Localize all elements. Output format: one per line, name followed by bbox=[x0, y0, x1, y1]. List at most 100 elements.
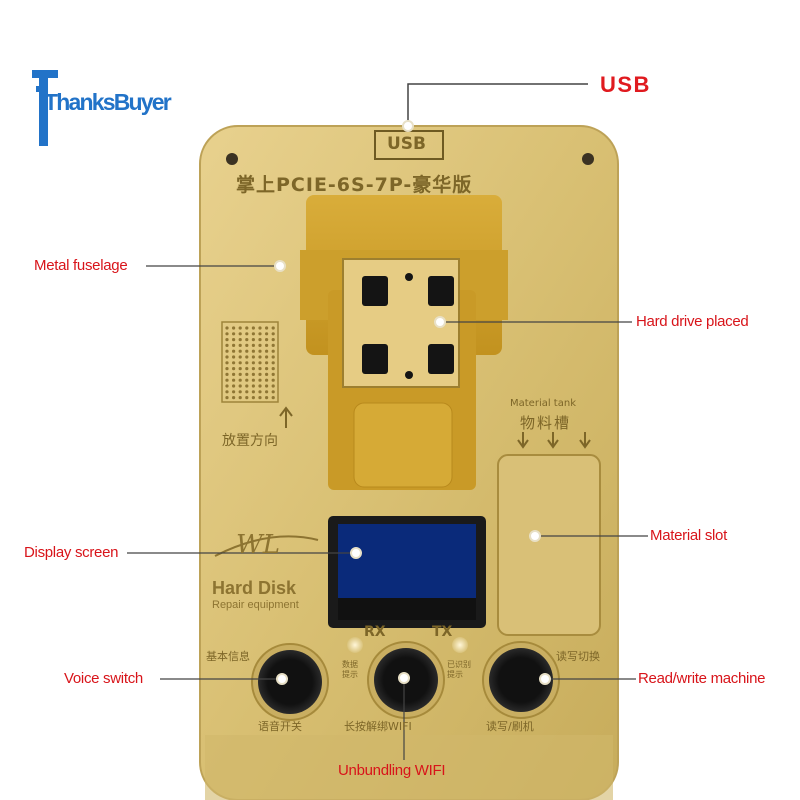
vent-hole bbox=[232, 384, 236, 388]
vent-hole bbox=[251, 372, 255, 376]
vent-hole bbox=[265, 384, 269, 388]
vent-hole bbox=[225, 332, 229, 336]
vent-hole bbox=[258, 343, 262, 347]
material-tank-en: Material tank bbox=[510, 398, 576, 409]
vent-hole bbox=[251, 338, 255, 342]
vent-hole bbox=[271, 343, 275, 347]
voice-switch-button-face[interactable] bbox=[258, 650, 322, 714]
vent-hole bbox=[251, 367, 255, 371]
socket-pin-top bbox=[405, 273, 413, 281]
vent-hole bbox=[271, 384, 275, 388]
vent-hole bbox=[251, 355, 255, 359]
material-slot bbox=[497, 454, 601, 636]
data-prompt-text: 数据 提示 bbox=[342, 660, 358, 679]
vent-hole bbox=[232, 361, 236, 365]
vent-hole bbox=[225, 396, 229, 400]
vent-hole bbox=[238, 384, 242, 388]
vent-hole bbox=[238, 367, 242, 371]
screw-top-left bbox=[226, 153, 238, 165]
vent-hole bbox=[232, 349, 236, 353]
vent-hole bbox=[238, 338, 242, 342]
vent-hole bbox=[265, 355, 269, 359]
vent-hole bbox=[251, 349, 255, 353]
vent-hole bbox=[245, 343, 249, 347]
device-bottom-edge bbox=[205, 735, 613, 800]
chip-pad-top-left bbox=[362, 276, 388, 306]
vent-hole bbox=[251, 343, 255, 347]
vent-hole bbox=[225, 338, 229, 342]
read-write-flash-text: 读写/刷机 bbox=[486, 720, 534, 733]
vent-hole bbox=[232, 332, 236, 336]
vent-hole bbox=[258, 332, 262, 336]
vent-hole bbox=[271, 390, 275, 394]
screw-top-right bbox=[582, 153, 594, 165]
vent-hole bbox=[271, 338, 275, 342]
vent-hole bbox=[265, 372, 269, 376]
hard-disk-subtitle: Repair equipment bbox=[212, 599, 299, 611]
vent-hole bbox=[258, 349, 262, 353]
vent-hole bbox=[251, 384, 255, 388]
vent-hole bbox=[271, 396, 275, 400]
vent-hole bbox=[245, 367, 249, 371]
vent-hole bbox=[271, 378, 275, 382]
vent-hole bbox=[245, 372, 249, 376]
wl-logo-mark: WL bbox=[236, 530, 280, 560]
vent-hole bbox=[251, 332, 255, 336]
vent-hole bbox=[271, 355, 275, 359]
vent-hole bbox=[225, 361, 229, 365]
callout-read-write-machine: Read/write machine bbox=[638, 670, 766, 687]
vent-hole bbox=[238, 396, 242, 400]
vent-hole bbox=[225, 390, 229, 394]
vent-hole bbox=[225, 372, 229, 376]
vent-hole bbox=[271, 326, 275, 330]
vent-hole bbox=[245, 390, 249, 394]
placement-direction-text: 放置方向 bbox=[222, 433, 278, 449]
display-screen bbox=[338, 524, 476, 598]
callout-usb: USB bbox=[600, 72, 651, 97]
vent-hole bbox=[271, 332, 275, 336]
vent-hole bbox=[258, 396, 262, 400]
vent-hole bbox=[225, 378, 229, 382]
vent-hole bbox=[225, 367, 229, 371]
vent-hole bbox=[245, 338, 249, 342]
vent-hole bbox=[265, 396, 269, 400]
callout-hard-drive-placed: Hard drive placed bbox=[636, 313, 749, 330]
callout-unbundling-wifi: Unbundling WIFI bbox=[338, 762, 446, 779]
vent-hole bbox=[251, 361, 255, 365]
vent-hole bbox=[245, 396, 249, 400]
vent-hole bbox=[225, 349, 229, 353]
unbind-wifi-cn-text: 长按解绑WIFI bbox=[344, 720, 412, 733]
vent-hole bbox=[232, 343, 236, 347]
callout-dots bbox=[274, 120, 551, 685]
vent-hole bbox=[258, 372, 262, 376]
display-screen-glare bbox=[338, 598, 476, 620]
read-write-button-face[interactable] bbox=[489, 648, 553, 712]
callout-voice-switch: Voice switch bbox=[64, 670, 143, 687]
brand-name: ThanksBuyer bbox=[44, 89, 172, 115]
basic-info-text: 基本信息 bbox=[206, 650, 250, 663]
vent-hole bbox=[265, 349, 269, 353]
recognition-prompt-text: 已识别 提示 bbox=[447, 660, 471, 679]
vent-hole bbox=[238, 349, 242, 353]
vent-hole bbox=[271, 372, 275, 376]
tx-label: TX bbox=[432, 624, 453, 640]
vent-hole bbox=[245, 384, 249, 388]
vent-hole bbox=[251, 326, 255, 330]
vent-hole bbox=[258, 361, 262, 365]
vent-hole bbox=[245, 361, 249, 365]
vent-hole bbox=[271, 367, 275, 371]
chip-pad-top-right bbox=[428, 276, 454, 306]
vent-hole bbox=[265, 390, 269, 394]
rx-label: RX bbox=[364, 624, 386, 640]
vent-hole bbox=[225, 355, 229, 359]
vent-hole bbox=[232, 372, 236, 376]
callout-material-slot: Material slot bbox=[650, 527, 727, 544]
vent-hole bbox=[232, 367, 236, 371]
vent-grid bbox=[225, 326, 275, 400]
callout-metal-fuselage: Metal fuselage bbox=[34, 257, 128, 274]
vent-hole bbox=[238, 361, 242, 365]
vent-hole bbox=[258, 355, 262, 359]
vent-hole bbox=[238, 326, 242, 330]
vent-hole bbox=[238, 372, 242, 376]
led-tx bbox=[452, 637, 468, 653]
